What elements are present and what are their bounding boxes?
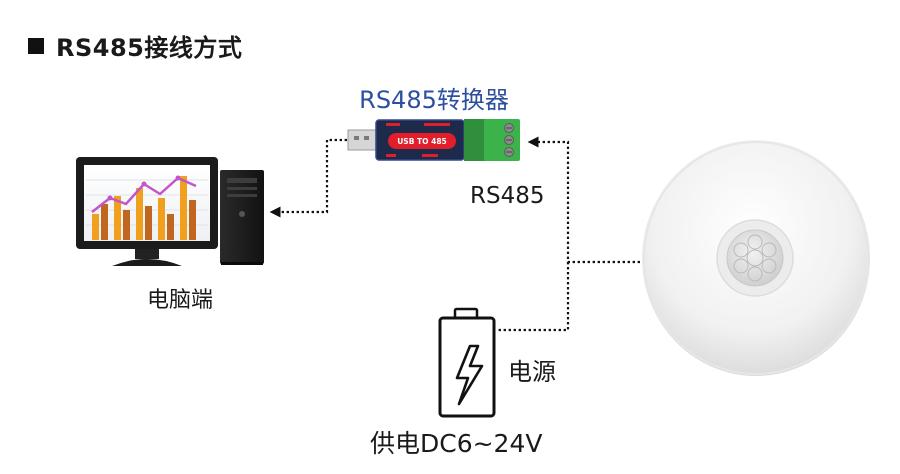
lens-facets — [733, 234, 777, 282]
monitor-neck — [135, 249, 159, 259]
pc-label: 电脑端 — [146, 288, 213, 313]
page-title: RS485接线方式 — [56, 34, 243, 62]
converter-badge — [388, 133, 456, 149]
power-label: 电源 — [508, 358, 556, 386]
converter-label: RS485转换器 — [359, 86, 509, 114]
pir-lens — [726, 229, 784, 287]
screen-trend-points — [107, 175, 181, 201]
power-line — [497, 262, 570, 332]
screen-bars — [92, 176, 196, 240]
wiring-lines — [269, 136, 640, 332]
converter-stick-text: USB TO 485 — [397, 137, 447, 146]
usb-rs485-converter: USB TO 485 — [347, 119, 520, 161]
rs485-label: RS485 — [470, 183, 545, 209]
battery-icon — [438, 307, 496, 418]
terminal-block — [484, 119, 520, 161]
supply-voltage-label: 供电DC6~24V — [370, 429, 543, 458]
usb-to-pc-line — [269, 138, 347, 218]
lightning-bolt-icon — [455, 344, 484, 406]
title-bullet — [28, 38, 44, 54]
computer-icon — [76, 157, 264, 266]
monitor-foot — [112, 259, 182, 266]
rs485-bus-line — [527, 136, 640, 264]
usb-plug — [347, 129, 377, 151]
pir-sensor — [642, 140, 870, 376]
